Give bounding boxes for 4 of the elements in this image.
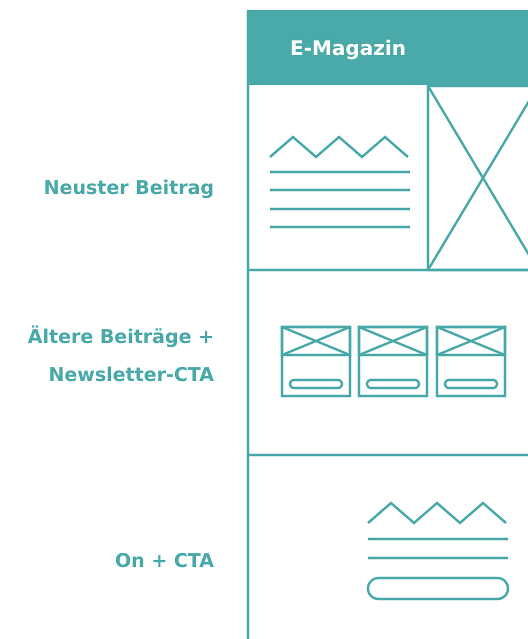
section-label: On + CTA xyxy=(114,549,214,574)
section-label: Neuster Beitrag xyxy=(42,176,214,201)
header-band: E-Magazin xyxy=(248,10,528,85)
section-label: Ältere Beiträge + Newsletter-CTA xyxy=(26,324,214,388)
